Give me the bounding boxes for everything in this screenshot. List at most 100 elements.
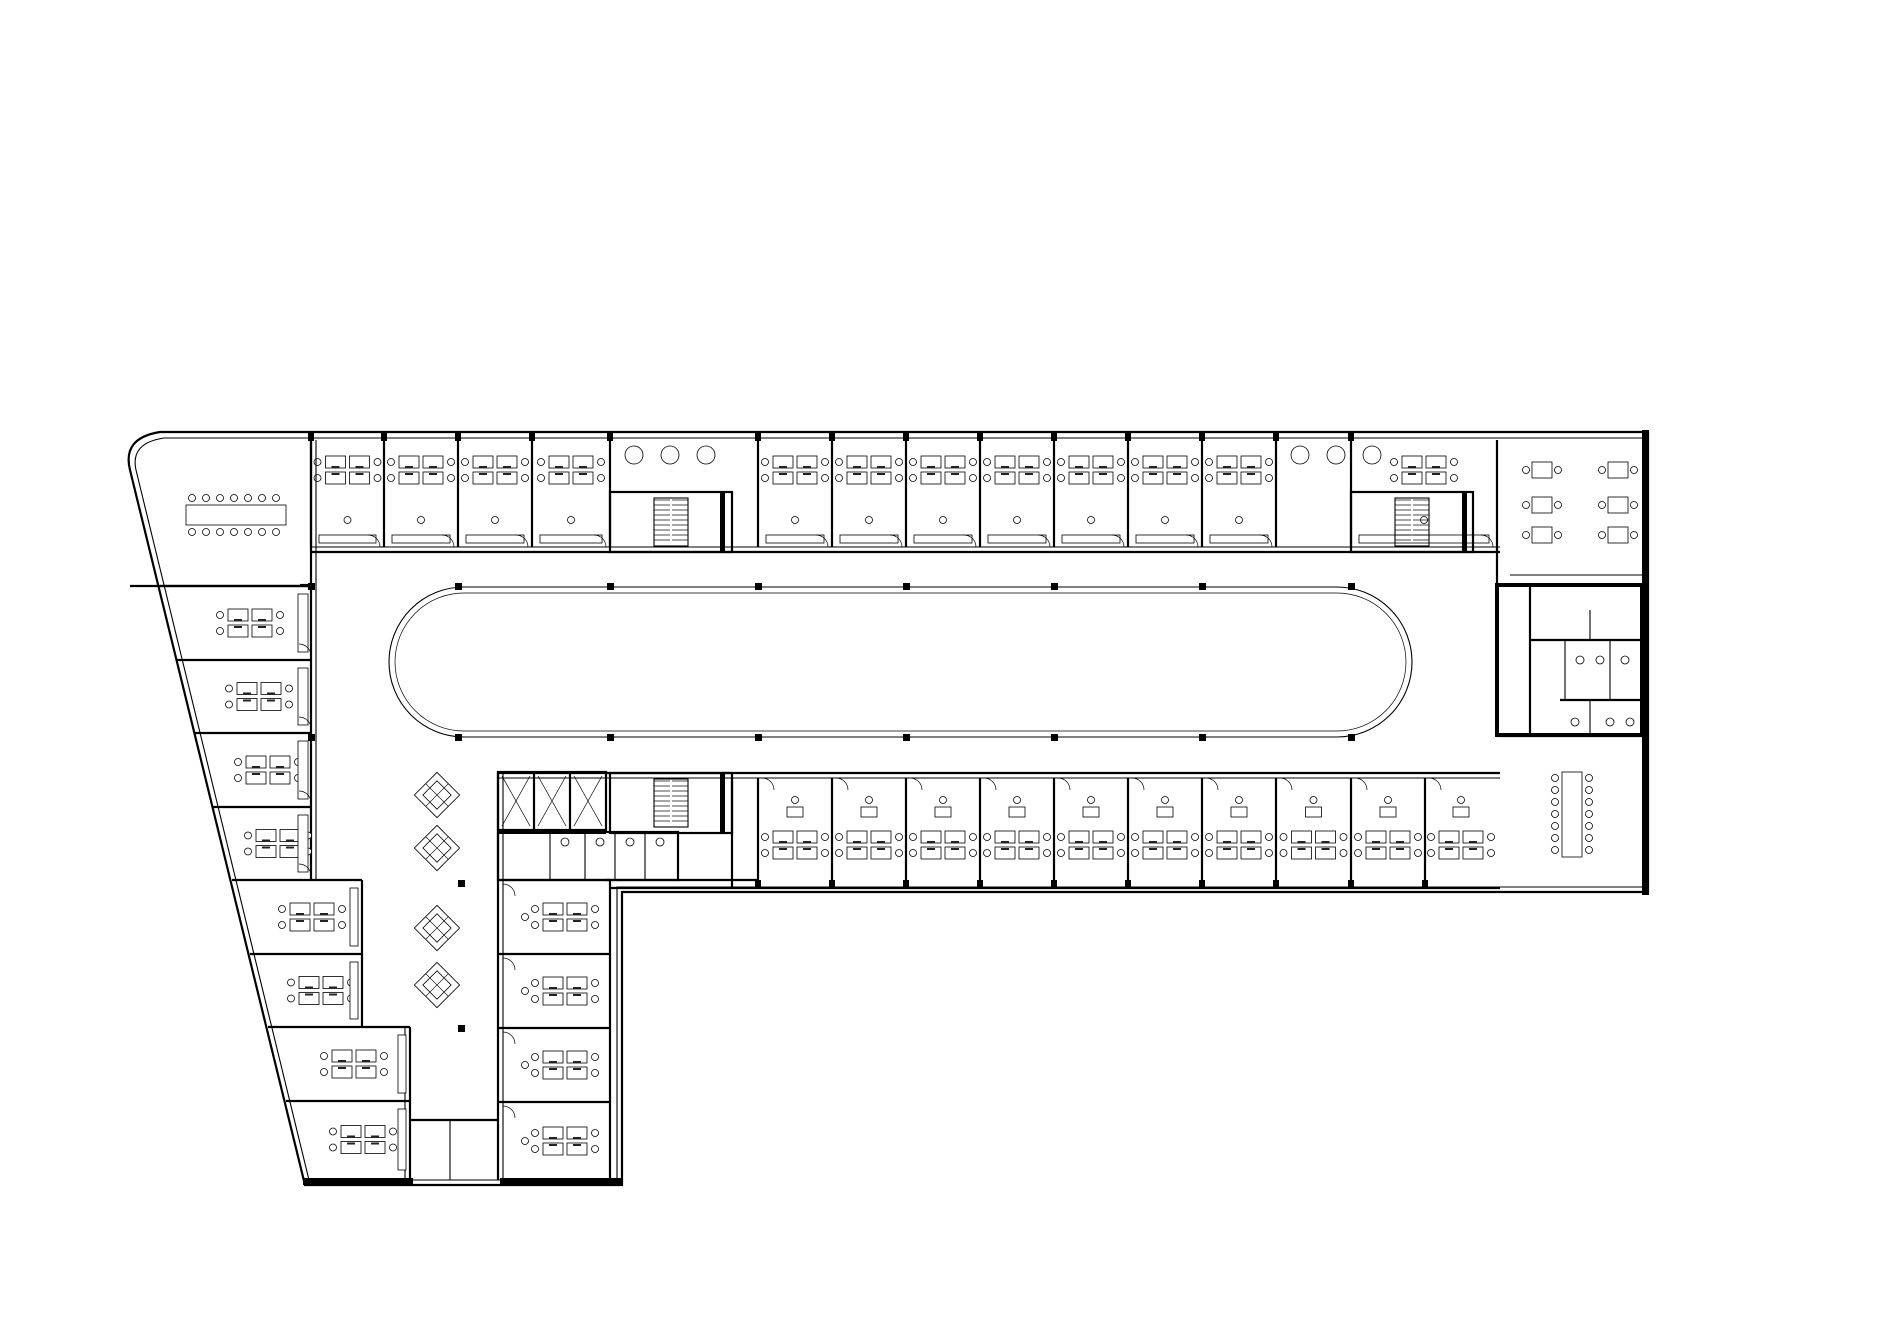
- desk-cluster: [329, 1125, 397, 1154]
- office-north-10: [1051, 433, 1125, 548]
- chair-icon: [1057, 833, 1065, 841]
- office-south-5: [1051, 777, 1125, 888]
- chair-icon: [1117, 474, 1125, 482]
- desk-cluster: [909, 830, 977, 860]
- chair-icon: [1265, 458, 1273, 466]
- office-north-3: [455, 433, 529, 548]
- chair-icon: [865, 796, 873, 804]
- desk: [934, 806, 952, 818]
- chair-icon: [387, 458, 395, 466]
- chair-icon: [1057, 474, 1065, 482]
- chair-icon: [1630, 501, 1638, 509]
- meeting-room-east: [1497, 734, 1642, 858]
- office-southwest-4: [502, 1105, 599, 1156]
- chair-icon: [1390, 458, 1398, 466]
- chair-icon: [1279, 833, 1288, 841]
- restroom-block: [496, 830, 680, 882]
- desk-cluster: [531, 902, 599, 932]
- office-west-1: [216, 593, 312, 657]
- desk-pair: [1522, 461, 1562, 479]
- chair-icon: [521, 458, 529, 466]
- chair-icon: [1339, 833, 1348, 841]
- chair-icon: [1390, 474, 1398, 482]
- office-south-3: [903, 777, 977, 888]
- desk-cluster: [983, 830, 1051, 860]
- desk-pair: [1522, 526, 1562, 544]
- chair-icon: [983, 849, 991, 857]
- chair-icon: [1554, 466, 1562, 474]
- corridor-columns: [308, 583, 1355, 741]
- desk-cluster: [225, 682, 293, 711]
- cabinet: [1358, 534, 1490, 544]
- chair-icon: [285, 684, 293, 693]
- chair-icon: [387, 474, 395, 482]
- lounge-table: [413, 824, 461, 872]
- lounge-table: [413, 771, 461, 819]
- desk-cluster: [537, 455, 605, 485]
- cabinet: [297, 740, 309, 800]
- desk: [786, 806, 804, 818]
- cabinet: [1061, 534, 1121, 544]
- chair-icon: [983, 458, 991, 466]
- chair-icon: [1117, 458, 1125, 466]
- office-west-3: [234, 740, 312, 804]
- chair-icon: [389, 1143, 397, 1152]
- desk-cluster: [1057, 455, 1125, 485]
- chair-icon: [373, 474, 382, 482]
- chair-icon: [591, 905, 599, 913]
- chair-icon: [216, 494, 224, 502]
- chair-icon: [329, 1127, 337, 1136]
- south-offices: [606, 777, 1495, 888]
- chair-icon: [821, 833, 829, 841]
- chair-icon: [1450, 458, 1458, 466]
- desk-cluster: [387, 455, 455, 485]
- round-table: [624, 445, 644, 465]
- chair-icon: [320, 1068, 328, 1076]
- chair-icon: [491, 516, 499, 524]
- chair-icon: [343, 516, 352, 524]
- conference-table: [1561, 771, 1583, 858]
- chair-icon: [1013, 516, 1021, 524]
- chair-icon: [591, 1145, 599, 1153]
- office-west-2: [225, 667, 312, 730]
- chair-icon: [1087, 516, 1095, 524]
- chair-icon: [329, 1143, 337, 1152]
- lounge-table: [413, 961, 461, 1009]
- chair-icon: [417, 516, 425, 524]
- chair-icon: [230, 528, 238, 536]
- chair-icon: [287, 978, 295, 987]
- desk-pair: [1598, 461, 1638, 479]
- chair-icon: [591, 921, 599, 929]
- chair-icon: [591, 1053, 599, 1061]
- chair-icon: [1585, 810, 1593, 818]
- chair-icon: [1522, 531, 1530, 539]
- conference-chairs: [1551, 774, 1593, 854]
- east-restroom-core: [1495, 583, 1644, 737]
- elevator-shaft-3: [573, 775, 603, 827]
- cabinet: [297, 593, 309, 653]
- chair-icon: [835, 474, 843, 482]
- desk-cluster: [234, 755, 302, 785]
- chair-icon: [969, 458, 977, 466]
- cabinet: [987, 534, 1047, 544]
- north-offices: [308, 433, 1494, 548]
- desk-cluster: [1279, 830, 1348, 860]
- office-west-6: [287, 961, 359, 1020]
- southwest-wing: [410, 772, 612, 1180]
- chair-icon: [1043, 849, 1051, 857]
- round-table: [696, 445, 716, 465]
- chair-icon: [969, 833, 977, 841]
- office-southwest-3: [502, 1031, 599, 1080]
- chair-icon: [1131, 474, 1139, 482]
- round-table: [1326, 445, 1346, 465]
- desk-cluster: [278, 902, 346, 932]
- desk-cluster: [216, 608, 284, 638]
- chair-icon: [272, 494, 280, 502]
- chair-icon: [244, 494, 252, 502]
- chair-icon: [1235, 516, 1243, 524]
- chair-icon: [983, 833, 991, 841]
- chair-icon: [461, 474, 469, 482]
- chair-icon: [521, 1137, 529, 1145]
- chair-icon: [591, 995, 599, 1003]
